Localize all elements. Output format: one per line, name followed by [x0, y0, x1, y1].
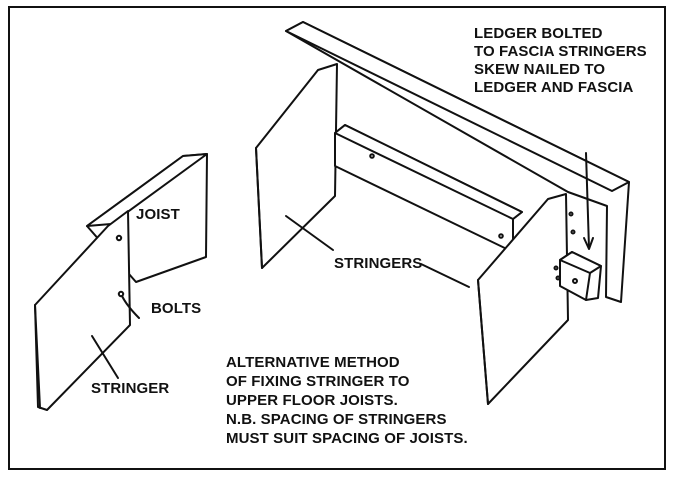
stringers-leader-back	[285, 215, 334, 251]
alternative-note-line-3: UPPER FLOOR JOISTS.	[226, 392, 398, 409]
joist-top-face	[86, 153, 208, 227]
front-stringer-front-edge	[477, 279, 489, 405]
ledger-note-line-4: LEDGER AND FASCIA	[474, 79, 634, 96]
stringers-leader-front	[420, 263, 470, 288]
ledger-block-face	[585, 272, 591, 301]
ledger-nail-2	[498, 233, 504, 239]
stringers-label: STRINGERS	[334, 255, 423, 272]
ledger-top	[334, 124, 523, 220]
bolt-hole-upper	[115, 234, 123, 242]
back-stringer	[255, 63, 338, 269]
ledger-block-bolt	[572, 278, 578, 284]
fascia-nail-2	[570, 229, 576, 235]
stringer-label: STRINGER	[91, 380, 170, 397]
stringer-leader	[91, 335, 119, 379]
ledger-note-label: LEDGER BOLTED TO FASCIA STRINGERS SKEW N…	[474, 25, 647, 97]
ledger-note-line-1: LEDGER BOLTED	[474, 25, 603, 42]
ledger-nail-1	[369, 153, 375, 159]
ledger-note-line-3: SKEW NAILED TO	[474, 61, 606, 78]
alternative-note-line-4: N.B. SPACING OF STRINGERS	[226, 411, 447, 428]
joist-label: JOIST	[136, 206, 180, 223]
ledger-note-leader	[585, 152, 590, 249]
alternative-note-line-5: MUST SUIT SPACING OF JOISTS.	[226, 430, 468, 447]
alternative-note-line-1: ALTERNATIVE METHOD	[226, 354, 400, 371]
alternative-method-note: ALTERNATIVE METHOD OF FIXING STRINGER TO…	[226, 353, 468, 448]
fascia-nail-1	[568, 211, 574, 217]
fascia-top-edge	[285, 21, 630, 192]
alternative-note-line-2: OF FIXING STRINGER TO	[226, 373, 410, 390]
ledger-note-arrowhead	[583, 237, 594, 250]
back-stringer-front-edge	[255, 147, 263, 269]
ledger-note-line-2: TO FASCIA STRINGERS	[474, 43, 647, 60]
bolts-label: BOLTS	[151, 300, 202, 317]
ledger-block-top	[559, 251, 602, 274]
left-stringer-edge	[34, 304, 41, 409]
fascia-nail-3	[553, 265, 559, 271]
bolts-leader	[121, 295, 140, 319]
